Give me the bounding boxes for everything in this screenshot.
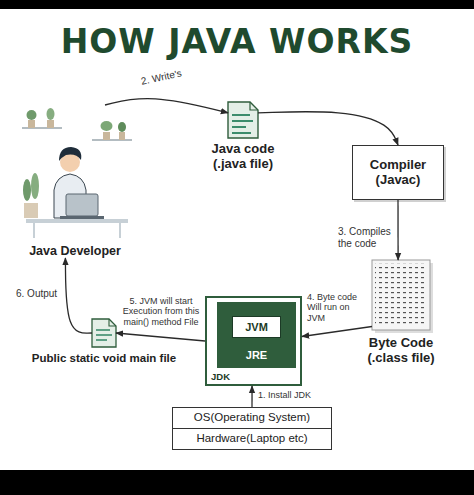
plant-pot — [119, 132, 125, 140]
edge-label: 6. Output — [16, 288, 66, 300]
file-fold — [250, 102, 258, 110]
desk-leg — [33, 223, 35, 238]
file-line — [232, 126, 246, 128]
plant-leaves — [47, 108, 55, 120]
file-line — [96, 339, 107, 341]
file-line — [232, 114, 250, 116]
plant-leaves — [101, 121, 113, 131]
edge-label: 2. Write's — [140, 64, 201, 88]
desk — [26, 219, 128, 223]
source-file-icon — [228, 102, 258, 138]
plant-leaves — [118, 122, 126, 132]
edge-label: 5. JVM will start Execution from this ma… — [118, 296, 204, 327]
node-text: Java code (.java file) — [203, 142, 283, 172]
edge-label: 4. Byte code Will run on JVM — [307, 292, 369, 323]
flow-arrow — [302, 327, 372, 337]
process-box: Compiler (Javac) — [352, 145, 444, 200]
code-dots — [375, 263, 427, 327]
plant-leaves — [23, 179, 31, 201]
file-fold — [109, 319, 116, 326]
title: HOW JAVA WORKS — [0, 22, 474, 61]
node-text: JDK — [211, 372, 230, 383]
file-line — [96, 334, 112, 336]
laptop-base — [60, 216, 104, 219]
frame-band — [0, 470, 474, 495]
frame-band — [0, 0, 474, 9]
node-text: Public static void main file — [4, 352, 204, 365]
code-page — [372, 260, 430, 330]
shelf — [92, 139, 132, 141]
bytecode-image — [372, 260, 433, 333]
flow-arrow — [258, 112, 398, 145]
file-sheet — [228, 102, 258, 138]
page-shadow — [375, 263, 433, 333]
bytecode-file: Byte Code (.class file) — [372, 260, 430, 330]
node-text: Byte Code (.class file) — [355, 336, 447, 366]
plant-pot — [28, 120, 35, 128]
developer-figure: Java Developer — [15, 105, 135, 258]
jdk-box: JDK JRE JVM — [205, 296, 302, 386]
developer-illustration — [22, 108, 132, 238]
node-text: JRE — [217, 349, 296, 362]
edge-label: 1. Install JDK — [258, 390, 318, 400]
layer-box: Hardware(Laptop etc) — [172, 428, 332, 450]
file-line — [232, 120, 253, 122]
plant-leaves — [27, 110, 37, 120]
main-file: Public static void main file — [92, 319, 116, 347]
file-sheet — [92, 319, 116, 347]
edge-label: 3. Compiles the code — [338, 226, 396, 249]
flow-arrow — [116, 333, 205, 341]
node-text: Compiler (Javac) — [363, 158, 433, 188]
jvm-box: JVM — [232, 316, 281, 338]
source-file: Java code (.java file) — [228, 102, 258, 138]
main-file-icon — [92, 319, 116, 347]
laptop — [66, 194, 98, 216]
flow-arrow — [105, 99, 228, 113]
file-line — [96, 329, 110, 331]
desk-leg — [119, 223, 121, 238]
layer-box: OS(Operating System) — [172, 407, 332, 429]
plant-pot — [24, 203, 38, 218]
plant-pot — [47, 120, 54, 128]
node-text: Java Developer — [15, 244, 135, 258]
file-line — [232, 132, 251, 134]
flow-arrow — [397, 200, 398, 260]
plant-pot — [103, 132, 110, 140]
node-text: JVM — [245, 321, 268, 334]
jre-box: JRE JVM — [217, 302, 296, 368]
plant-leaves — [31, 173, 39, 199]
flow-arrow — [251, 386, 252, 407]
node-text: OS(Operating System) — [194, 411, 310, 424]
flow-arrow — [65, 258, 92, 333]
person-hair — [59, 147, 81, 161]
node-text: Hardware(Laptop etc) — [196, 432, 307, 445]
